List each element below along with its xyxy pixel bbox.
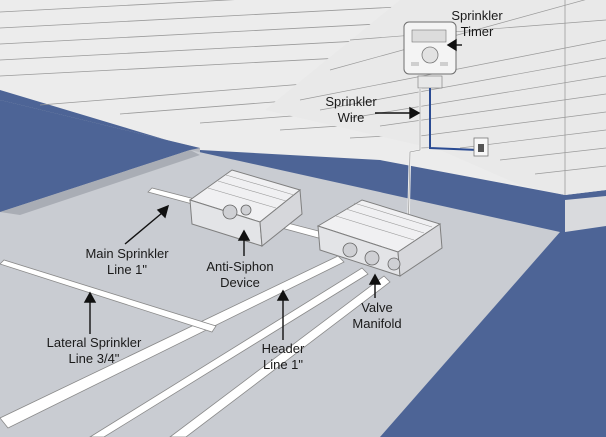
sprinkler-timer [403,21,457,89]
siphon-label-line1: Anti-Siphon [206,259,274,274]
header-label-line1: Header [261,341,305,356]
wire-label-line1: Sprinkler [325,94,377,109]
header-label-line2: Line 1" [262,357,304,372]
valve-manifold-box [316,199,443,277]
timer-label-line2: Timer [460,24,494,39]
anti-siphon-device-label: Anti-Siphon Device [206,259,273,291]
header-line-pipes [0,255,391,437]
lateral-sprinkler-line-label: Lateral Sprinkler Line 3/4" [47,335,142,367]
valve-manifold-label: Valve Manifold [352,300,401,332]
lateral-label-line1: Lateral Sprinkler [46,335,142,350]
main-label-line1: Main Sprinkler [85,246,169,261]
sprinkler-wire [406,88,479,239]
timer-label-line1: Sprinkler [451,8,503,23]
garage-wall [265,0,606,195]
siphon-label-line2: Device [220,275,260,290]
valve-label-line1: Valve [361,300,393,315]
wire-label-line2: Wire [337,110,365,125]
main-sprinkler-line-label: Main Sprinkler Line 1" [85,246,168,278]
sprinkler-wire-label: Sprinkler Wire [325,94,376,126]
main-label-line2: Line 1" [106,262,148,277]
label-arrows [83,38,462,340]
power-outlet [473,137,489,157]
header-line-label: Header Line 1" [262,341,305,373]
valve-label-line2: Manifold [352,316,402,331]
lateral-label-line2: Line 3/4" [68,351,120,366]
sprinkler-timer-label: Sprinkler Timer [451,8,502,40]
lateral-line-pipe [0,259,217,333]
